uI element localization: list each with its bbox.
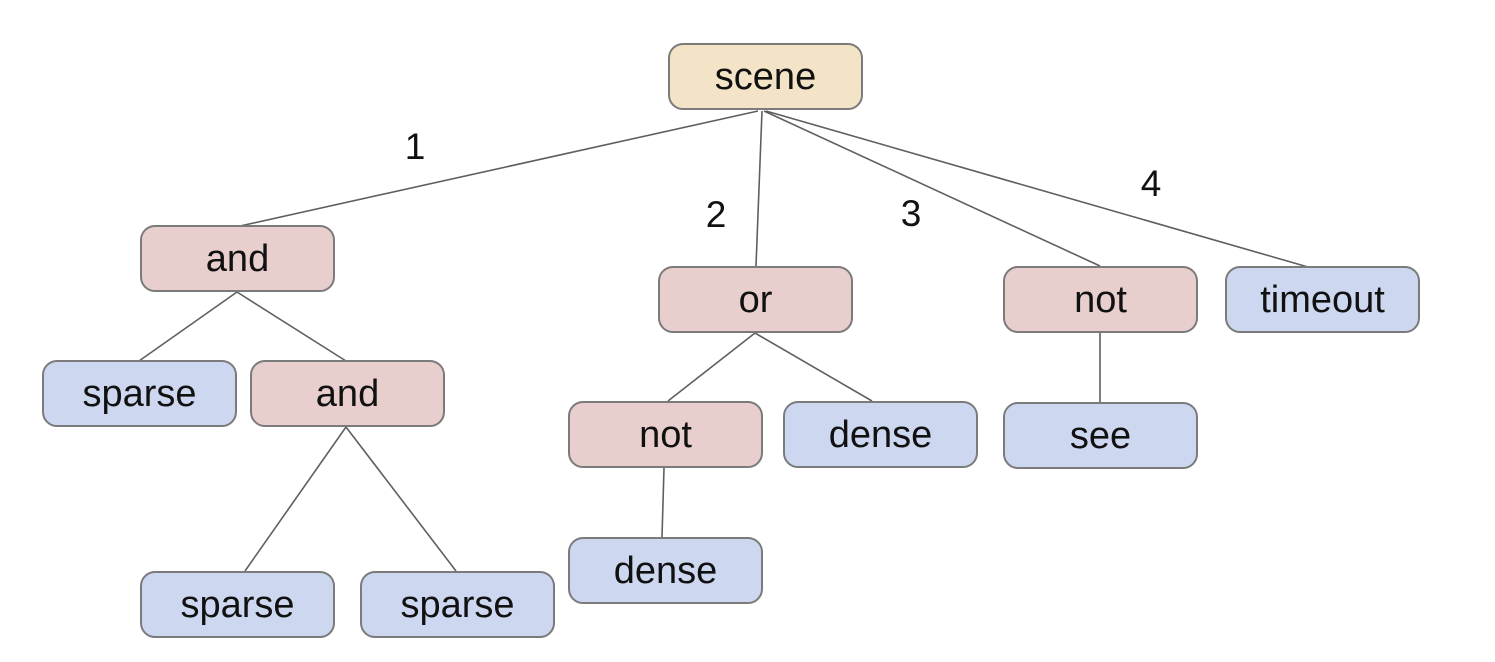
node-timeout: timeout <box>1225 266 1420 333</box>
edge-and2-sparse <box>244 426 347 572</box>
node-dense-2: dense <box>568 537 763 604</box>
edge-or-dense <box>754 332 873 402</box>
edge-not-dense <box>661 467 665 538</box>
edge-label-1: 1 <box>404 126 426 167</box>
node-and-1: and <box>140 225 335 292</box>
edge-label-2: 2 <box>705 194 727 235</box>
node-scene: scene <box>668 43 863 110</box>
edge-label-3: 3 <box>900 193 922 234</box>
node-sparse-3: sparse <box>360 571 555 638</box>
edge-and-sparse <box>138 291 238 362</box>
node-or: or <box>658 266 853 333</box>
node-see: see <box>1003 402 1198 469</box>
edge-scene-not <box>763 110 1101 267</box>
edge-and2-sparse2 <box>345 426 457 572</box>
node-not-2: not <box>1003 266 1198 333</box>
edge-or-not <box>667 332 756 402</box>
edge-scene-and <box>239 110 759 227</box>
node-sparse-2: sparse <box>140 571 335 638</box>
node-dense-1: dense <box>783 401 978 468</box>
edge-and-and <box>236 291 347 362</box>
edge-label-4: 4 <box>1140 163 1162 204</box>
edge-scene-or <box>755 110 763 267</box>
node-and-2: and <box>250 360 445 427</box>
node-not-1: not <box>568 401 763 468</box>
edge-scene-timeout <box>765 110 1309 268</box>
node-sparse-1: sparse <box>42 360 237 427</box>
